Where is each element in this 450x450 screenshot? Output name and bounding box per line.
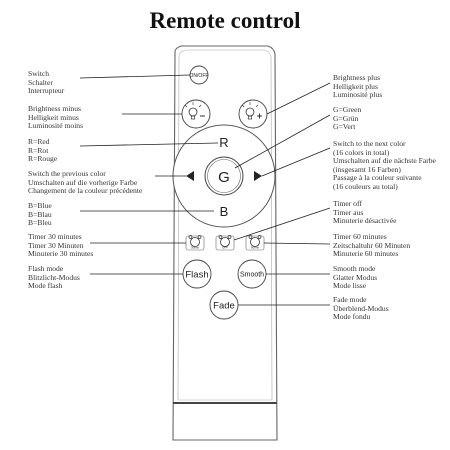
- previous-color-arrow-icon[interactable]: [186, 171, 194, 181]
- label-line: Minuterie 60 minutes: [333, 249, 399, 259]
- leader-line-red: [79, 142, 219, 147]
- label-line: Mode lisse: [333, 281, 367, 291]
- b-button-label[interactable]: B: [220, 204, 229, 219]
- timer-30-button[interactable]: 30min: [185, 235, 205, 251]
- label-line: Smooth mode: [333, 264, 376, 273]
- label-line: R=Red: [28, 137, 50, 146]
- g-button-label[interactable]: G: [218, 169, 230, 186]
- label-line: Brightness minus: [28, 104, 81, 113]
- label-line: Mode flash: [28, 281, 63, 291]
- label-line: Switch: [28, 69, 50, 78]
- label-line: Blitzlicht-Modus: [28, 272, 80, 282]
- brightness-plus-button[interactable]: [238, 99, 268, 129]
- timer-off-button[interactable]: OFF: [215, 235, 235, 251]
- next-color-arrow-icon[interactable]: [254, 171, 262, 181]
- leader-lines: [79, 74, 331, 306]
- label-line: Timer aus: [333, 207, 364, 217]
- flash-button[interactable]: Flash: [182, 259, 212, 289]
- label-line: Passage à la couleur suivante: [333, 173, 422, 183]
- label-line: Helligkeit plus: [333, 81, 378, 91]
- label-line: Luminosité plus: [333, 90, 383, 100]
- alarm-clock-icon: [188, 235, 202, 247]
- label-line: Umschalten auf die vorherige Farbe: [28, 177, 138, 187]
- leader-line-green: [234, 114, 331, 169]
- page-title: Remote control: [149, 8, 301, 33]
- label-line: Glatter Modus: [333, 272, 378, 282]
- label-line: Timer 60 minutes: [333, 232, 387, 241]
- label-line: Timer off: [333, 199, 362, 208]
- alarm-clock-off-icon: [218, 235, 232, 247]
- label-line: Minuterie désactivée: [333, 216, 397, 226]
- label-line: G=Grün: [333, 113, 359, 123]
- label-line: Umschalten auf die nächste Farbe: [333, 156, 436, 166]
- leader-line-timer-60: [263, 242, 331, 245]
- leader-line-timer-off: [233, 207, 331, 241]
- label-line: Brightness plus: [333, 73, 381, 82]
- label-line: Switch the previous color: [28, 169, 106, 178]
- bulb-minus-icon: [184, 102, 205, 120]
- label-next-color: Switch to the next color(16 colors in to…: [333, 139, 436, 192]
- bulb-plus-icon: [241, 102, 262, 120]
- on-off-button[interactable]: ON/OFF: [189, 65, 209, 85]
- label-line: (16 colors in total): [333, 147, 390, 157]
- leader-line-switch: [79, 74, 191, 79]
- label-line: R=Rot: [28, 145, 49, 155]
- smooth-button-label: Smooth: [240, 272, 264, 279]
- label-line: Luminosité moins: [28, 121, 84, 131]
- label-line: (insgesamt 16 Farben): [333, 164, 401, 174]
- label-line: B=Blue: [28, 201, 52, 210]
- label-line: Flash mode: [28, 264, 64, 273]
- label-line: Helligkeit minus: [28, 112, 79, 122]
- label-line: Timer 30 minutes: [28, 232, 82, 241]
- on-off-label: ON/OFF: [190, 73, 209, 79]
- timer-30-label: 30min: [191, 246, 200, 250]
- timer-60-button[interactable]: 60min: [245, 235, 265, 251]
- timer-off-label: OFF: [222, 246, 228, 250]
- flash-button-label: Flash: [185, 270, 208, 281]
- remote-body-inner: [177, 49, 273, 401]
- r-button-label[interactable]: R: [219, 135, 228, 150]
- label-line: Überblend-Modus: [333, 303, 389, 313]
- label-line: Switch to the next color: [333, 139, 406, 148]
- label-line: G=Green: [333, 105, 362, 114]
- label-line: Fade mode: [333, 295, 367, 304]
- leader-line-next-color: [261, 147, 331, 177]
- label-line: R=Rouge: [28, 154, 58, 164]
- label-line: Changement de la couleur précédente: [28, 186, 143, 196]
- label-line: G=Vert: [333, 122, 356, 132]
- label-line: B=Bleu: [28, 218, 52, 228]
- label-line: B=Blau: [28, 209, 52, 219]
- smooth-button[interactable]: Smooth: [237, 259, 267, 289]
- g-button: [207, 159, 241, 193]
- label-line: (16 couleurs au total): [333, 181, 398, 191]
- brightness-minus-button[interactable]: [181, 99, 211, 129]
- leader-line-brightness-plus: [266, 82, 331, 115]
- fade-button[interactable]: Fade: [209, 290, 239, 320]
- label-line: Minuterie 30 minutes: [28, 249, 94, 259]
- alarm-clock-icon: [248, 235, 262, 247]
- label-line: Zeitschaltuhr 60 Minuten: [333, 240, 411, 250]
- label-line: Schalter: [28, 77, 53, 87]
- label-line: Interrupteur: [28, 86, 65, 96]
- timer-60-label: 60min: [251, 246, 260, 250]
- fade-button-label: Fade: [213, 301, 235, 312]
- label-line: Timer 30 Minuten: [28, 240, 84, 250]
- label-line: Mode fondu: [333, 312, 371, 322]
